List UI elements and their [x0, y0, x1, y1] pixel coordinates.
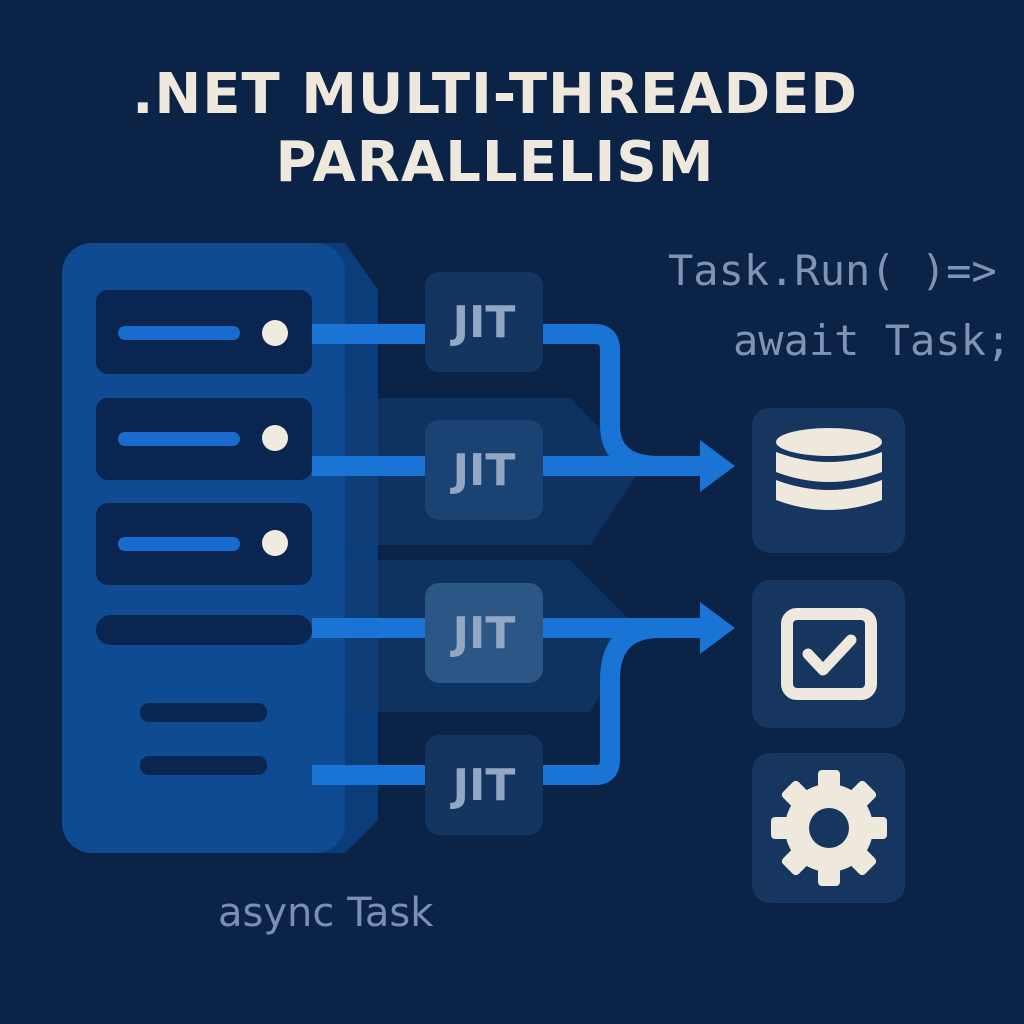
title-line-2: PARALLELISM: [275, 130, 715, 195]
jit-box: JIT: [425, 583, 543, 683]
caption: async Task: [218, 890, 434, 936]
checkbox-icon: [781, 608, 877, 700]
arrow-head-icon: [700, 602, 735, 654]
server-slot: [96, 290, 312, 374]
status-led: [262, 320, 288, 346]
jit-box: JIT: [425, 735, 543, 835]
status-led: [262, 425, 288, 451]
server-bar: [96, 615, 312, 645]
gear-icon: [771, 770, 887, 886]
server-vent: [140, 703, 267, 722]
server-slot: [96, 503, 312, 585]
database-icon: [776, 428, 882, 510]
code-line-1: Task.Run( )=>: [668, 246, 997, 295]
title-line-1: .NET MULTI-THREADED: [132, 62, 858, 127]
flow-line: [540, 618, 705, 785]
status-led: [262, 530, 288, 556]
arrow-head-icon: [700, 440, 735, 492]
jit-box: JIT: [425, 272, 543, 372]
code-line-2: await Task;: [733, 316, 1012, 365]
jit-box: JIT: [425, 420, 543, 520]
server-slot: [96, 398, 312, 480]
server-vent: [140, 756, 267, 775]
icon-tile: [752, 580, 905, 728]
